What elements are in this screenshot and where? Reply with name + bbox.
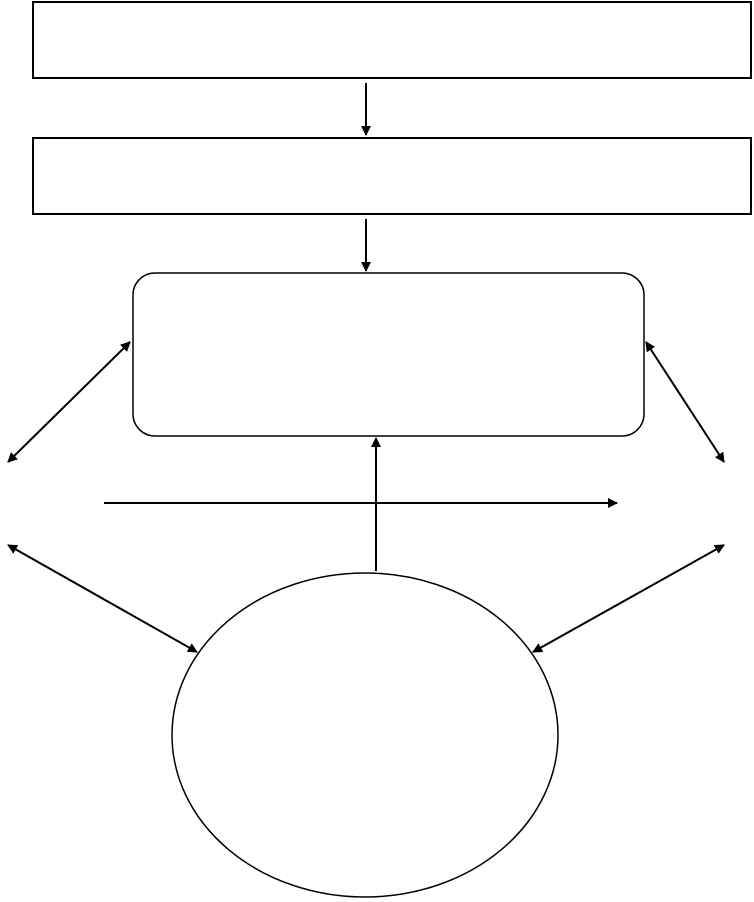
arrow-center-to-upper-left xyxy=(7,341,131,463)
bottom-ellipse xyxy=(171,572,559,898)
arrow-center-to-upper-right xyxy=(645,341,725,463)
arrow-ellipse-to-lower-left xyxy=(7,544,198,653)
center-box xyxy=(132,272,645,437)
top-box xyxy=(32,1,752,79)
arrow-ellipse-to-lower-right xyxy=(532,544,725,653)
middle-box xyxy=(32,137,752,215)
